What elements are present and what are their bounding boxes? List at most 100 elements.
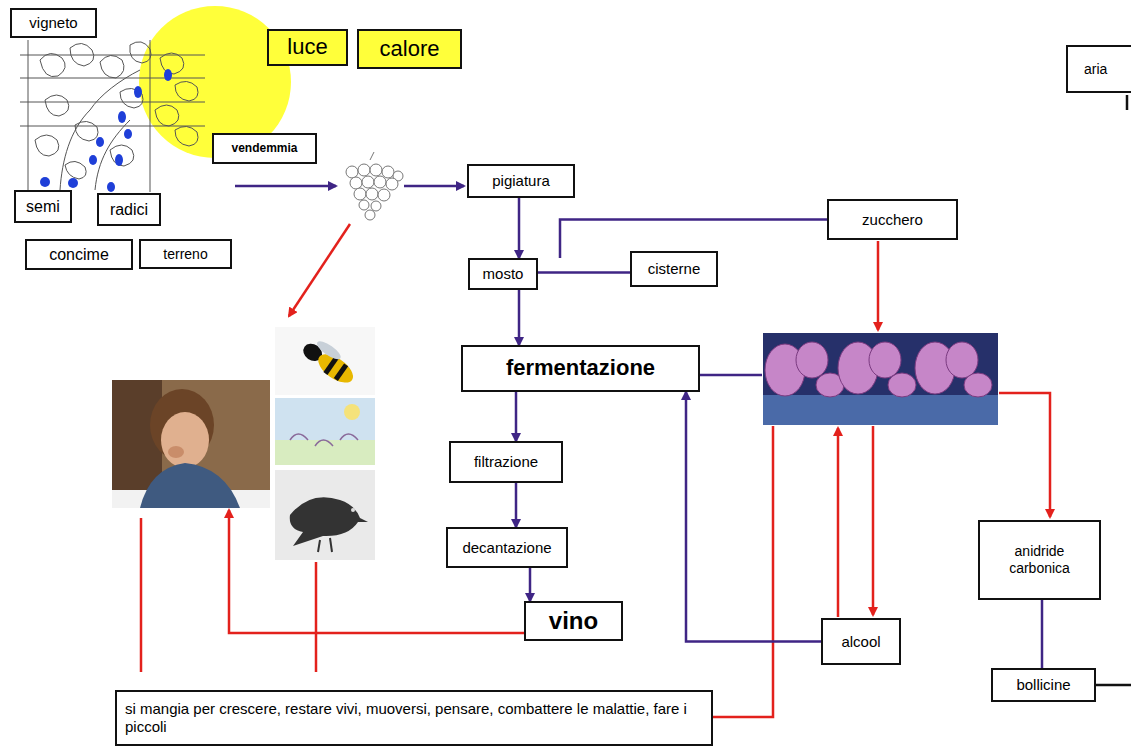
flow-connector: [518, 290, 521, 345]
illustration-part: [70, 43, 94, 66]
illustration-part: [235, 185, 336, 188]
illustration-part: [315, 562, 318, 672]
flow-connector: [686, 392, 821, 642]
illustration-part: [275, 327, 375, 395]
illustration-part: [40, 177, 50, 187]
illustration-part: [65, 161, 86, 179]
process-box: mosto: [468, 258, 538, 290]
illustration-part: [344, 404, 360, 420]
illustration-part: [275, 470, 375, 560]
illustration-part: [28, 40, 29, 190]
illustration-part: [765, 342, 992, 397]
process-box: zucchero: [827, 199, 958, 240]
box-label: vino: [549, 607, 598, 636]
process-box: calore: [357, 29, 462, 69]
illustration-part: [175, 81, 198, 101]
illustration-part: [359, 200, 369, 210]
illustration-part: [370, 152, 374, 160]
box-label: decantazione: [462, 539, 551, 557]
illustration-part: [160, 53, 184, 74]
box-label: cisterne: [648, 260, 701, 278]
illustration-part: [45, 95, 69, 116]
illustration-part: [107, 182, 115, 192]
illustration-part: [175, 126, 198, 146]
illustration-part: [330, 538, 332, 552]
process-box: vigneto: [10, 8, 97, 38]
process-box: anidride carbonica: [978, 520, 1101, 600]
illustration-part: [1126, 95, 1129, 110]
box-label: aria: [1084, 61, 1107, 78]
illustration-part: [877, 241, 880, 330]
process-box: vino: [524, 601, 623, 641]
illustration-part: [140, 518, 143, 672]
process-box: terreno: [139, 239, 232, 269]
box-label: radici: [110, 200, 148, 219]
illustration-part: [370, 164, 382, 176]
process-box: semi: [14, 190, 72, 223]
illustration-part: [124, 129, 132, 139]
box-label: semi: [26, 197, 60, 216]
illustration-part: [95, 120, 130, 190]
illustration-part: [299, 334, 361, 389]
illustration-part: [100, 55, 124, 78]
illustration-part: [382, 166, 394, 178]
flow-connector: [515, 483, 518, 527]
illustration-part: [150, 40, 151, 192]
process-box: pigiatura: [467, 164, 575, 198]
process-box: radici: [97, 193, 161, 226]
illustration-part: [275, 440, 375, 465]
process-box: fermentazione: [461, 345, 700, 392]
illustration-part: [115, 154, 123, 166]
box-label: bollicine: [1016, 676, 1070, 694]
illustration-part: [796, 342, 828, 378]
illustration-part: [141, 95, 1131, 717]
box-label: luce: [287, 34, 327, 60]
illustration-part: [134, 86, 142, 98]
illustration-part: [869, 342, 901, 378]
illustration-part: [378, 189, 390, 201]
illustration-part: [340, 434, 358, 440]
box-label: si mangia per crescere, restare vivi, mu…: [125, 700, 703, 736]
illustration-part: [350, 177, 362, 189]
illustration-part: [713, 426, 773, 717]
illustration-part: [290, 434, 308, 440]
illustration-part: [346, 166, 358, 178]
process-box: aria: [1066, 45, 1131, 93]
illustration-part: [161, 412, 209, 468]
illustration-part: [164, 69, 172, 81]
illustration-part: [700, 374, 762, 377]
illustration-part: [89, 155, 97, 165]
process-box: luce: [267, 29, 348, 66]
illustration-part: [386, 178, 398, 190]
illustration-part: [946, 342, 978, 378]
box-label: alcool: [841, 633, 880, 651]
flow-connector: [515, 392, 518, 441]
process-box: filtrazione: [449, 441, 563, 483]
illustration-part: [289, 224, 350, 316]
process-box: decantazione: [446, 527, 568, 568]
box-label: concime: [49, 245, 109, 264]
illustration-part: [763, 333, 998, 425]
process-box: concime: [25, 239, 133, 270]
illustration-part: [334, 363, 348, 381]
illustration-part: [358, 164, 370, 176]
box-label: zucchero: [862, 211, 923, 229]
illustration-part: [999, 393, 1050, 517]
illustration-part: [315, 338, 344, 362]
illustration-part: [351, 508, 355, 512]
illustration-part: [964, 373, 992, 397]
illustration-part: [366, 188, 378, 200]
illustration-part: [20, 102, 205, 103]
illustration-part: [318, 540, 320, 552]
illustration-part: [290, 497, 368, 546]
process-box: vendemmia: [212, 133, 317, 164]
illustration-part: [35, 135, 59, 156]
illustration-part: [1096, 684, 1131, 687]
illustration-part: [275, 398, 375, 465]
illustration-part: [60, 70, 140, 190]
illustration-part: [168, 446, 184, 458]
illustration-part: [837, 428, 840, 617]
illustration-part: [20, 40, 205, 192]
box-label: calore: [380, 36, 440, 62]
process-box: si mangia per crescere, restare vivi, mu…: [115, 690, 713, 746]
